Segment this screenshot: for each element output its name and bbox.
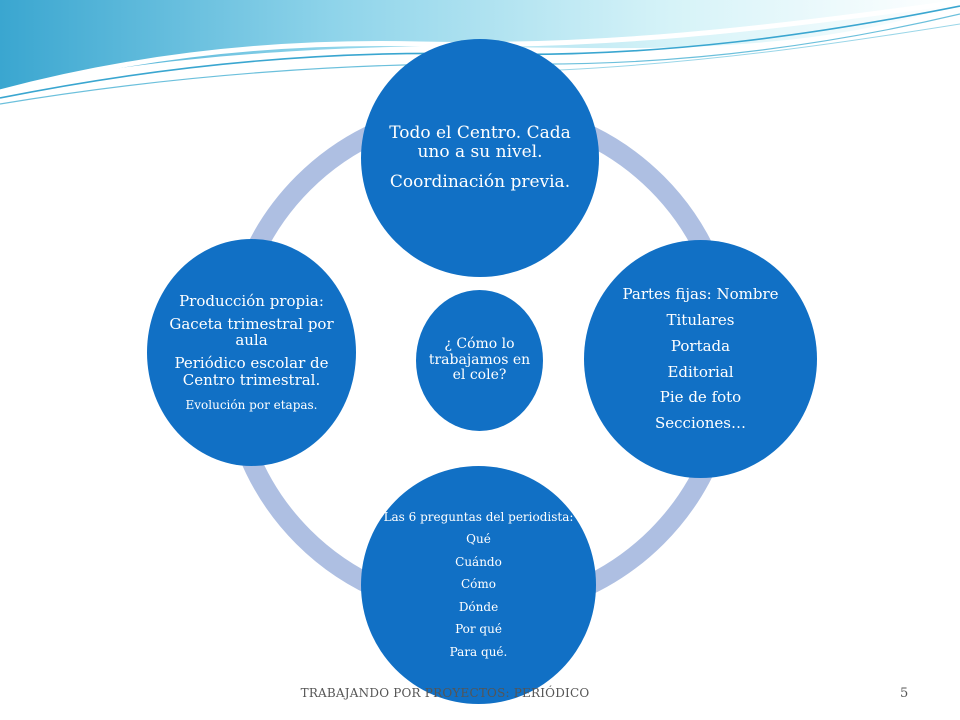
node-bottom: Las 6 preguntas del periodista: Qué Cuán… — [361, 466, 596, 704]
node-left: Producción propia: Gaceta trimestral por… — [147, 239, 356, 466]
footer-text: TRABAJANDO POR PROYECTOS: PERIÓDICO — [300, 686, 590, 700]
node-top-line: Todo el Centro. Cada uno a su nivel. — [389, 123, 571, 163]
node-center: ¿ Cómo lo trabajamos en el cole? — [416, 290, 543, 431]
node-left-line: Evolución por etapas. — [185, 397, 318, 412]
wave-crest — [0, 0, 960, 95]
node-left-line: Periódico escolar de Centro trimestral. — [174, 354, 329, 389]
node-right-line: Portada — [670, 336, 731, 355]
node-right-line: Secciones… — [654, 414, 747, 433]
node-right-line: Titulares — [666, 310, 735, 329]
page-number: 5 — [900, 686, 909, 701]
node-bottom-line: Dónde — [458, 599, 499, 614]
node-bottom-line: Para qué. — [449, 644, 508, 659]
node-right-line: Partes fijas: Nombre — [622, 285, 779, 304]
node-top: Todo el Centro. Cada uno a su nivel. Coo… — [361, 39, 599, 277]
node-right-line: Pie de foto — [659, 388, 742, 407]
node-bottom-line: Cuándo — [455, 554, 502, 569]
wave-line — [559, 23, 960, 71]
node-bottom-line: Por qué — [455, 622, 502, 637]
node-right-line: Editorial — [667, 362, 734, 381]
node-bottom-line: Cómo — [460, 577, 496, 592]
node-bottom-line: Qué — [466, 532, 491, 547]
node-bottom-line: Las 6 preguntas del periodista: — [383, 509, 574, 524]
node-center-text: ¿ Cómo lo trabajamos en el cole? — [428, 335, 531, 384]
node-top-line: Coordinación previa. — [389, 171, 571, 192]
node-right: Partes fijas: Nombre Titulares Portada E… — [584, 240, 817, 478]
node-left-line: Producción propia: — [179, 291, 324, 310]
node-left-line: Gaceta trimestral por aula — [169, 314, 334, 350]
